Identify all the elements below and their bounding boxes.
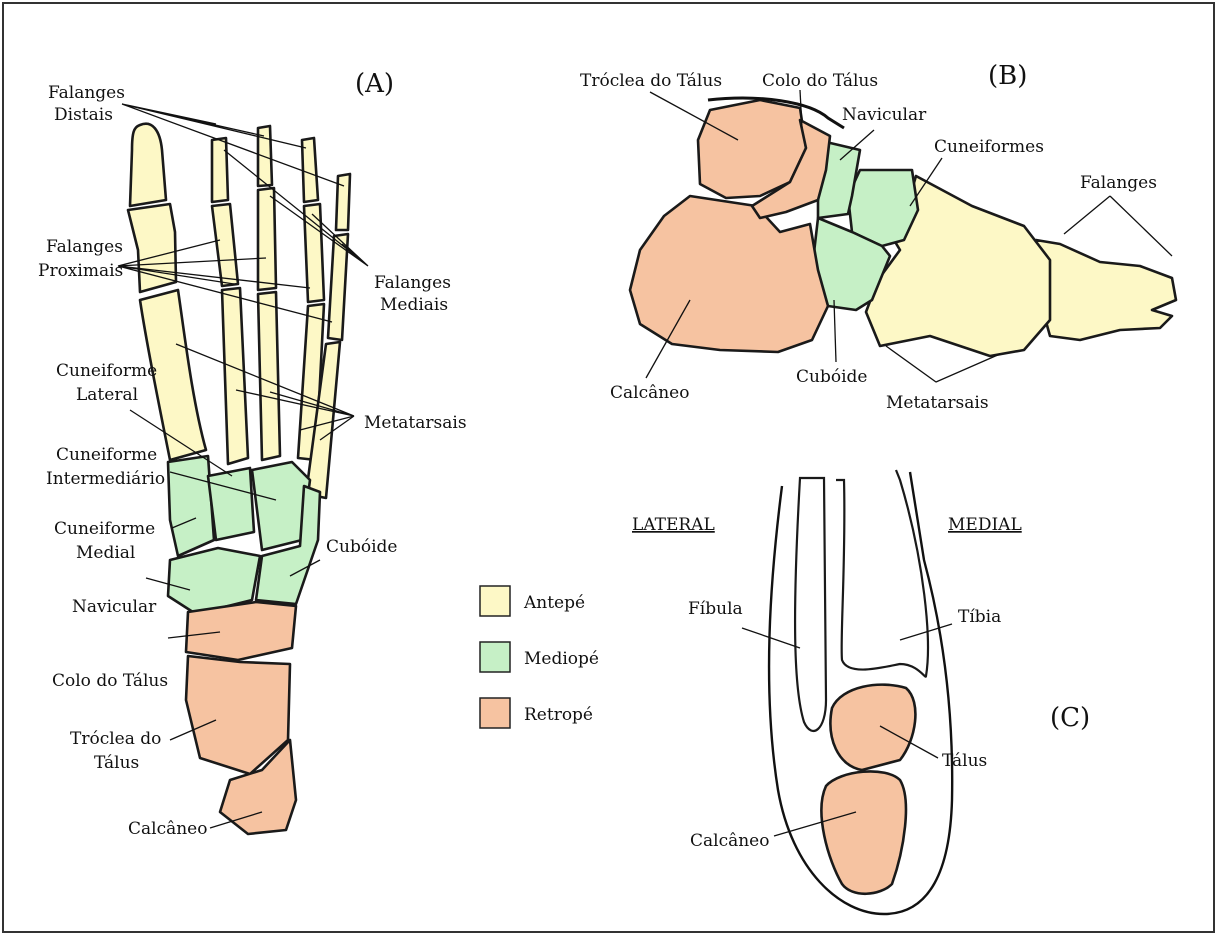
label-calcaneo-c: Calcâneo <box>690 831 769 851</box>
toe3-proximal <box>258 188 276 290</box>
talus-neck <box>186 602 296 660</box>
label-cuneiformes-b: Cuneiformes <box>934 137 1044 157</box>
c-talus <box>830 685 915 770</box>
label-talus-c: Tálus <box>942 751 987 771</box>
metatarsal-3 <box>258 292 280 460</box>
label-falanges-distais-1: Falanges <box>48 83 125 103</box>
label-fibula: Fíbula <box>688 599 743 619</box>
label-metatarsais: Metatarsais <box>364 413 467 433</box>
label-cuneiforme-medial-1: Cuneiforme <box>54 519 155 539</box>
panel-c-tag: (C) <box>1050 703 1090 733</box>
label-metatarsais-b: Metatarsais <box>886 393 989 413</box>
label-medial: MEDIAL <box>948 515 1022 535</box>
label-colo-b: Colo do Tálus <box>762 71 878 91</box>
legend-swatch-mediope <box>480 642 510 672</box>
label-troclea-b: Tróclea do Tálus <box>580 71 722 91</box>
label-cuneiforme-medial-2: Medial <box>76 543 135 563</box>
label-cuneiforme-intermediario-2: Intermediário <box>46 469 165 489</box>
label-falanges-proximais-2: Proximais <box>38 261 123 281</box>
cuneiform-intermediate <box>208 468 254 540</box>
label-cuboide-a: Cubóide <box>326 537 397 557</box>
label-falanges-mediais-2: Mediais <box>380 295 448 315</box>
legend-swatch-retrope <box>480 698 510 728</box>
label-falanges-proximais-1: Falanges <box>46 237 123 257</box>
label-navicular-b: Navicular <box>842 105 927 125</box>
toe2-distal <box>212 138 228 202</box>
label-colo-talus-a: Colo do Tálus <box>52 671 168 691</box>
label-cuboide-b: Cubóide <box>796 367 867 387</box>
label-falanges-mediais-1: Falanges <box>374 273 451 293</box>
label-cuneiforme-intermediario-1: Cuneiforme <box>56 445 157 465</box>
label-lateral: LATERAL <box>632 515 715 535</box>
label-cuneiforme-lateral-2: Lateral <box>76 385 138 405</box>
label-falanges-distais-2: Distais <box>54 105 113 125</box>
label-tibia: Tíbia <box>958 607 1001 627</box>
cuneiform-medial <box>168 456 214 556</box>
label-cuneiforme-lateral-1: Cuneiforme <box>56 361 157 381</box>
label-falanges-b: Falanges <box>1080 173 1157 193</box>
legend-swatch-antepe <box>480 586 510 616</box>
toe5-distal <box>336 174 350 230</box>
label-calcaneo-a: Calcâneo <box>128 819 207 839</box>
c-fibula <box>795 478 826 731</box>
legend-label-retrope: Retropé <box>524 705 593 725</box>
label-calcaneo-b: Calcâneo <box>610 383 689 403</box>
label-troclea-a-2: Tálus <box>94 753 139 773</box>
legend-label-mediope: Mediopé <box>524 649 599 669</box>
label-troclea-a-1: Tróclea do <box>70 729 161 749</box>
legend-label-antepe: Antepé <box>523 593 585 613</box>
panel-b-tag: (B) <box>988 61 1027 91</box>
legend: Antepé Mediopé Retropé <box>480 586 599 728</box>
label-navicular-a: Navicular <box>72 597 157 617</box>
panel-a-tag: (A) <box>355 69 394 99</box>
